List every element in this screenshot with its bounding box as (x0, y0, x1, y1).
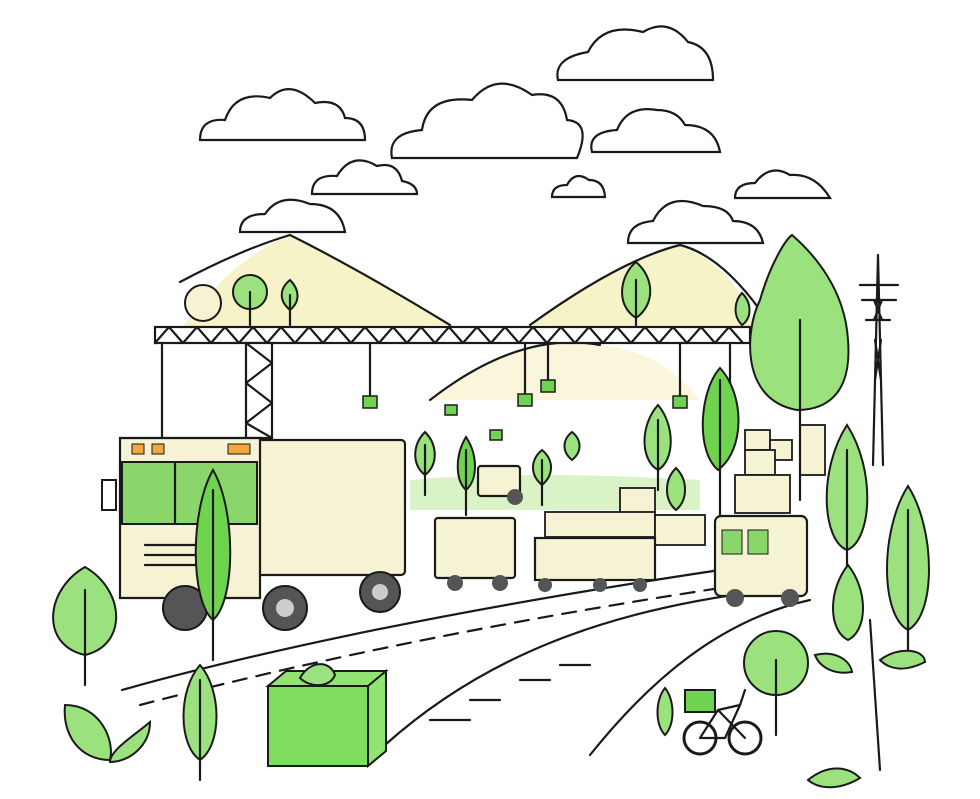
tree-icon (280, 278, 299, 327)
tree-icon (643, 403, 672, 492)
cloud-icon (590, 108, 722, 154)
leaf-icon (806, 767, 862, 789)
cloud-icon (390, 82, 584, 160)
tree-icon (456, 435, 476, 517)
foreground-plants (52, 467, 930, 789)
leaf-icon (63, 703, 112, 762)
tree-icon (734, 291, 751, 327)
truck-icon (713, 514, 809, 607)
tree-icon (621, 260, 652, 327)
cloud-icon (310, 159, 419, 196)
box-stack (544, 424, 826, 546)
mountain-icon (180, 235, 450, 330)
tree-icon (886, 484, 930, 652)
bicycle-icon (682, 688, 763, 756)
flatbed-trailer (533, 536, 657, 592)
tree-icon (743, 630, 809, 737)
tree-icon (532, 448, 552, 507)
truck-icon (433, 516, 517, 591)
tree-icon (52, 565, 118, 687)
tree-icon (194, 467, 232, 662)
lamp-icon (184, 284, 222, 322)
tree-icon (666, 466, 686, 512)
leaf-icon (813, 652, 854, 674)
leaf-icon (878, 649, 927, 670)
tree-icon (701, 366, 740, 522)
gantry-crane-icon (153, 284, 752, 442)
clouds (198, 25, 832, 245)
tree-icon (232, 274, 268, 327)
truck-icon (101, 436, 407, 631)
tree-icon (749, 233, 850, 502)
tree-icon (832, 563, 882, 772)
tree-icon (563, 430, 581, 462)
tree-icon (182, 663, 218, 782)
power-pylon-icon (858, 253, 900, 467)
cloud-icon (238, 198, 347, 234)
truck-icon (476, 464, 523, 505)
cloud-icon (198, 88, 367, 142)
cloud-icon (733, 169, 832, 200)
tree-icon (414, 430, 436, 497)
trees (232, 233, 869, 602)
cloud-icon (626, 199, 765, 245)
tree-icon (656, 686, 674, 737)
leaf-icon (108, 719, 152, 764)
cloud-icon (550, 174, 607, 199)
box-icon (265, 663, 389, 769)
cloud-icon (556, 25, 715, 82)
